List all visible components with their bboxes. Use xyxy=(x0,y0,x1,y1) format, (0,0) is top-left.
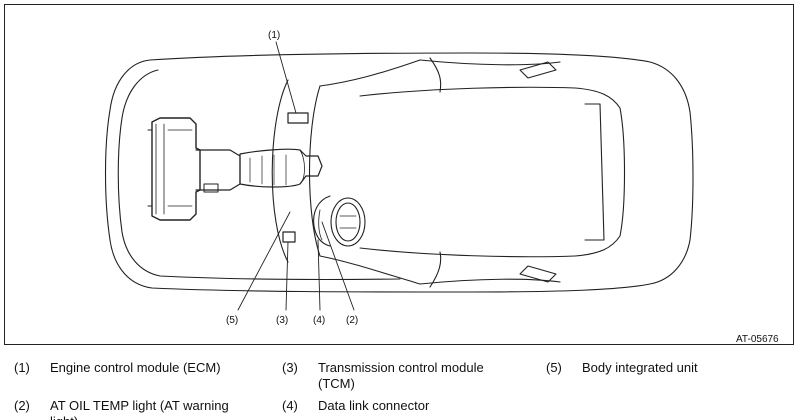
legend-num: (2) xyxy=(14,398,30,413)
callout-body-integrated-unit: (5) xyxy=(226,315,238,326)
car-body-outline xyxy=(104,52,694,293)
legend-text: AT OIL TEMP light (AT warning light) xyxy=(50,398,229,420)
diagram-frame xyxy=(4,4,794,345)
car-body-inner xyxy=(117,69,401,281)
steering-wheel xyxy=(330,197,366,247)
callout-tcm: (3) xyxy=(276,315,288,326)
door-pillar-top xyxy=(429,57,442,93)
leader-5 xyxy=(237,211,291,311)
leader-1 xyxy=(275,41,297,114)
leader-3 xyxy=(285,241,289,311)
figure-id: AT-05676 xyxy=(736,334,779,345)
windshield-line xyxy=(271,79,289,263)
legend-num: (1) xyxy=(14,360,30,375)
leader-4 xyxy=(317,239,321,311)
legend-text: Engine control module (ECM) xyxy=(50,360,221,375)
rear-window xyxy=(574,87,626,257)
legend-num: (3) xyxy=(282,360,298,375)
tcm-box xyxy=(282,231,296,243)
cabin-upper xyxy=(319,59,421,87)
legend-text: Data link connector xyxy=(318,398,430,413)
legend: (1) Engine control module (ECM) (2) AT O… xyxy=(0,350,800,420)
mirror-top xyxy=(519,61,557,79)
legend-text: Transmission control module (TCM) xyxy=(318,360,484,391)
cluster-hood xyxy=(313,195,331,247)
callout-at-oil-temp-light: (2) xyxy=(346,315,358,326)
legend-num: (4) xyxy=(282,398,298,413)
trunk-lid xyxy=(584,103,605,241)
legend-num: (5) xyxy=(546,360,562,375)
mirror-bottom xyxy=(519,265,557,283)
cluster-face xyxy=(318,209,323,241)
callout-data-link-connector: (4) xyxy=(313,315,325,326)
engine-assembly xyxy=(147,117,323,221)
cabin-lower xyxy=(319,255,421,285)
vehicle-diagram: (1) (5) (3) (4) (2) AT-05676 xyxy=(104,30,779,345)
callout-ecm: (1) xyxy=(268,30,280,41)
ecm-box xyxy=(287,112,309,124)
dash-line xyxy=(308,85,321,257)
roof-side-upper xyxy=(359,86,576,97)
roof-side-lower xyxy=(359,247,576,258)
legend-text: Body integrated unit xyxy=(582,360,698,375)
leader-2 xyxy=(321,221,355,311)
